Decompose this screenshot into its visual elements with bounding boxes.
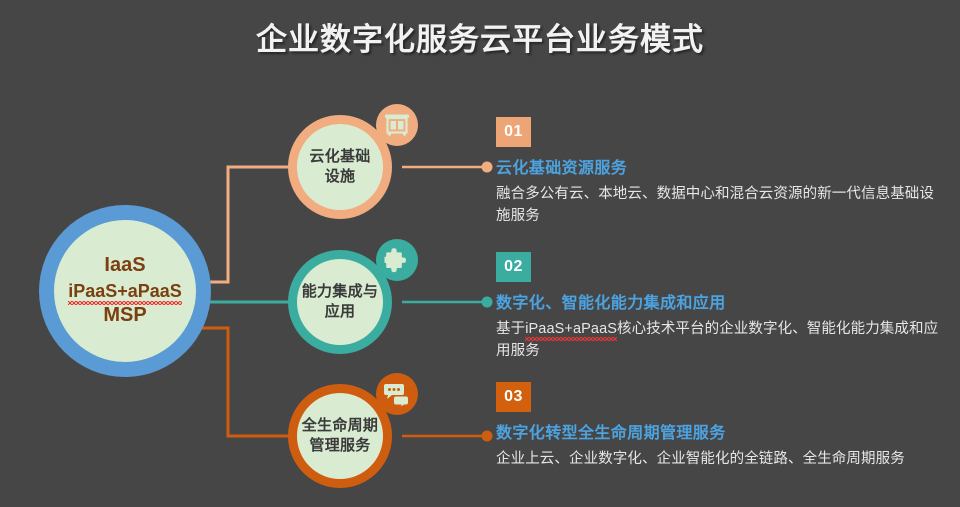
puzzle-piece-icon — [376, 239, 418, 281]
section-03: 03 数字化转型全生命周期管理服务 企业上云、企业数字化、企业智能化的全链路、全… — [496, 382, 940, 470]
node-capability-integration-label: 能力集成与 应用 — [301, 282, 379, 320]
section-03-title: 数字化转型全生命周期管理服务 — [496, 425, 726, 442]
server-rack-icon — [376, 104, 418, 146]
page-title: 企业数字化服务云平台业务模式 — [256, 22, 704, 57]
section-03-description: 企业上云、企业数字化、企业智能化的全链路、全生命周期服务 — [496, 451, 905, 467]
hub-line-iaas: IaaS — [104, 254, 146, 277]
spellcheck-underlined-text: iPaaS+aPaaS — [525, 318, 617, 342]
section-01: 01 云化基础资源服务 融合多公有云、本地云、数据中心和混合云资源的新一代信息基… — [496, 117, 940, 228]
hub-line-msp: MSP — [103, 304, 147, 327]
core-capability-hub-inner: IaaS iPaaS+aPaaS MSP — [54, 220, 196, 362]
section-02-description: 基于iPaaS+aPaaS核心技术平台的企业数字化、智能化能力集成和应用服务 — [496, 318, 940, 363]
node-lifecycle-management[interactable]: 全生命周期 管理服务 — [288, 384, 392, 488]
connector-dot-section-2 — [481, 296, 493, 308]
connector-dot-section-3 — [481, 430, 493, 442]
section-02-title: 数字化、智能化能力集成和应用 — [496, 295, 726, 312]
spellcheck-underlined-text: iPaaS+aPaaS — [68, 280, 182, 305]
section-02: 02 数字化、智能化能力集成和应用 基于iPaaS+aPaaS核心技术平台的企业… — [496, 252, 940, 363]
chat-bubble-icon — [376, 373, 418, 415]
section-02-number-badge: 02 — [496, 252, 531, 282]
section-01-title: 云化基础资源服务 — [496, 160, 628, 177]
node-cloud-infrastructure-label: 云化基础 设施 — [309, 147, 371, 185]
hub-line-ipaas-apaas: iPaaS+aPaaS — [68, 280, 182, 305]
section-01-description: 融合多公有云、本地云、数据中心和混合云资源的新一代信息基础设施服务 — [496, 186, 934, 225]
node-cloud-infrastructure[interactable]: 云化基础 设施 — [288, 115, 392, 219]
connector-dot-section-1 — [481, 161, 493, 173]
node-lifecycle-management-label: 全生命周期 管理服务 — [301, 416, 379, 454]
section-03-number-badge: 03 — [496, 382, 531, 412]
core-capability-hub: IaaS iPaaS+aPaaS MSP — [39, 205, 211, 377]
section-01-number-badge: 01 — [496, 117, 531, 147]
node-capability-integration[interactable]: 能力集成与 应用 — [288, 250, 392, 354]
